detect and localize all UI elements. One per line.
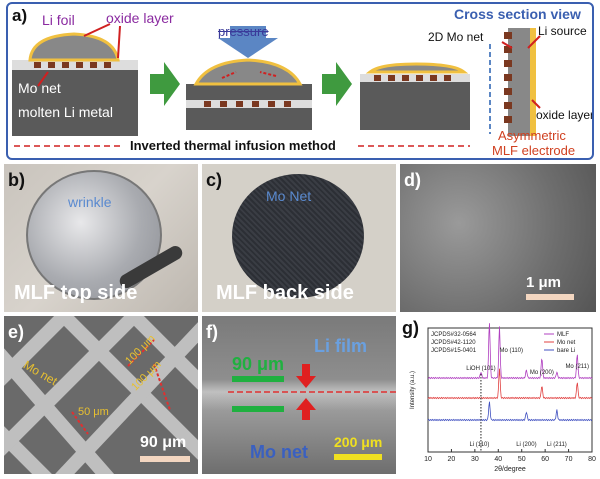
- legend-label: MLF: [557, 332, 569, 338]
- panel-c-label: c): [206, 170, 223, 190]
- x-tick-label: 40: [494, 456, 502, 463]
- mo-net-cs-label: Mo net: [250, 442, 308, 462]
- schematic-drawing: [12, 23, 541, 147]
- jcpds-label: JCPDS#42-1120: [431, 340, 476, 346]
- x-tick-label: 30: [471, 456, 479, 463]
- panel-g-label: g): [402, 318, 419, 338]
- panel-d-scale-bar: [526, 294, 574, 300]
- x-tick-label: 80: [588, 456, 596, 463]
- x-tick-label: 50: [518, 456, 526, 463]
- x-axis-label: 2θ/degree: [494, 466, 526, 473]
- panel-e-scale-text: 90 μm: [140, 434, 187, 451]
- li-film-label: Li film: [314, 336, 367, 356]
- peak-label: Mo (110): [499, 348, 523, 354]
- mlf-top-caption: MLF top side: [14, 282, 138, 304]
- thickness-bar-bottom: [232, 406, 284, 412]
- mlf-back-caption: MLF back side: [216, 282, 354, 304]
- x-tick-label: 70: [565, 456, 573, 463]
- panel-f-label: f): [206, 322, 218, 342]
- panel-f-scale-text: 200 μm: [334, 434, 383, 450]
- jcpds-label: JCPDS#32-0564: [431, 332, 477, 338]
- thickness-bar-top: [232, 376, 284, 382]
- cross-section-title: Cross section view: [454, 6, 581, 22]
- mlf-electrode-label: MLF electrode: [492, 143, 576, 158]
- molten-li-label: molten Li metal: [18, 104, 113, 120]
- thickness-label: 90 μm: [232, 354, 285, 374]
- panel-b-label: b): [8, 170, 25, 190]
- panel-e-label: e): [8, 322, 25, 342]
- xrd-series-mo-net: [427, 368, 593, 400]
- xrd-series-bare-li: [427, 401, 593, 422]
- panel-d-scale-text: 1 μm: [526, 274, 562, 291]
- cross-section-image: [228, 364, 396, 420]
- plot-frame: [427, 327, 593, 453]
- dim-50: 50 μm: [78, 406, 109, 418]
- pressure-label: pressure: [218, 24, 269, 39]
- peak-label: Mo (211): [565, 364, 589, 370]
- legend-label: bare Li: [557, 348, 575, 354]
- oxide-layer-label-2: oxide layer: [536, 108, 594, 122]
- panel-d-sem: d) 1 μm: [400, 164, 596, 312]
- panel-a-label: a): [12, 6, 28, 25]
- xrd-series-mlf: [427, 323, 593, 380]
- wrinkle-label: wrinkle: [68, 194, 112, 210]
- panel-b-photo: b) wrinkle MLF top side: [4, 164, 198, 312]
- panel-a-schematic: a) Li foil oxide layer pressure Mo net m…: [6, 2, 594, 160]
- li-source-label: Li source: [538, 24, 587, 38]
- asymmetric-label: Asymmetric: [498, 128, 566, 143]
- y-axis-label: Intensity (a.u.): [410, 371, 416, 409]
- panel-g-xrd: g) 10 20 30 40 50 60 70 80 2θ/degree Intensity (a…: [400, 316, 596, 474]
- panel-c-photo: c) Mo Net MLF back side: [202, 164, 396, 312]
- method-label: Inverted thermal infusion method: [130, 138, 336, 153]
- panel-e-scale-bar: [140, 456, 190, 462]
- jcpds-label: JCPDS#15-0401: [431, 348, 477, 354]
- x-tick-label: 20: [448, 456, 456, 463]
- peak-label: Mo (200): [530, 370, 554, 376]
- mo-net-label: Mo net: [18, 80, 61, 96]
- li-foil-label: Li foil: [42, 12, 75, 28]
- panel-f-scale-bar: [334, 454, 382, 460]
- panel-d-label: d): [404, 170, 421, 190]
- mesh-image: [4, 316, 198, 474]
- legend-label: Mo net: [557, 340, 576, 346]
- peak-label: Li (200): [516, 442, 536, 448]
- peak-label: LiOH (101): [466, 366, 495, 372]
- peak-label: Li (110): [469, 442, 489, 448]
- mo-net-photo-label: Mo Net: [266, 188, 312, 204]
- x-tick-label: 60: [541, 456, 549, 463]
- panel-e-sem: e) Mo net 100 μm 100 μm 50 μm 90 μm: [4, 316, 198, 474]
- oxide-layer-label: oxide layer: [106, 10, 174, 26]
- mo-2d-label: 2D Mo net: [428, 30, 484, 44]
- peak-label: Li (211): [547, 442, 567, 448]
- panel-f-sem: f) 90 μm Li film Mo net 200 μm: [202, 316, 396, 474]
- mo-net-disc: [232, 174, 364, 298]
- xrd-chart: 10 20 30 40 50 60 70 80 2θ/degree Intensity (a.u.…: [410, 323, 596, 473]
- x-tick-label: 10: [424, 456, 432, 463]
